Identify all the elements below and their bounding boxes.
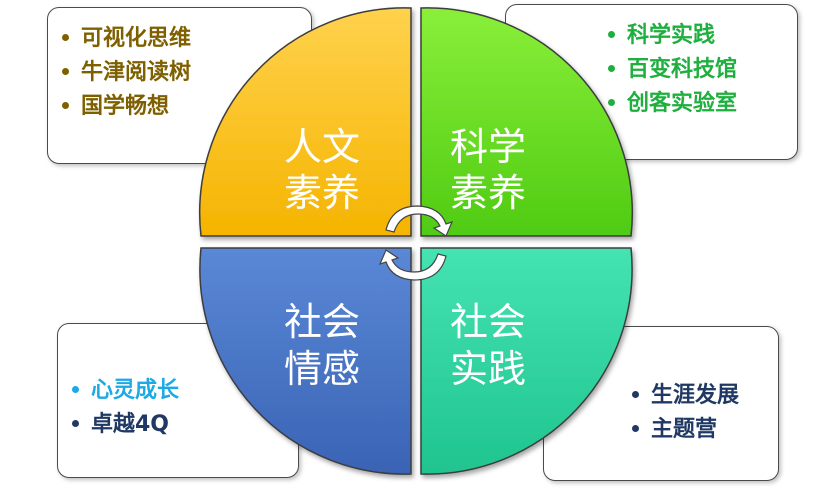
quadrant-label-line1: 人文 [284, 125, 360, 169]
bullet-icon [72, 419, 79, 427]
list-item: 心灵成长 [72, 374, 298, 408]
quadrant-label-line2: 实践 [450, 347, 526, 391]
bullet-icon [62, 67, 69, 75]
quadrant-science [420, 7, 634, 237]
quadrant-humanities [198, 7, 412, 237]
list-item: 百变科技馆 [608, 53, 797, 87]
quadrant-label-line2: 素养 [284, 171, 360, 215]
bullet-icon [608, 64, 615, 72]
list-item: 可视化思维 [62, 22, 311, 56]
quadrant-label-line1: 社会 [450, 300, 526, 344]
list-item: 国学畅想 [62, 90, 311, 124]
quadrant-label-line1: 科学 [450, 125, 526, 169]
bullet-icon [608, 98, 615, 106]
list-item-label: 国学畅想 [81, 94, 170, 119]
list-item: 创客实验室 [608, 87, 797, 121]
list-item-label: 可视化思维 [81, 26, 192, 51]
list-item: 主题营 [632, 413, 778, 447]
list-item: 牛津阅读树 [62, 56, 311, 90]
list-item-label: 生涯发展 [651, 383, 740, 408]
list-item: 卓越4Q [72, 408, 298, 442]
list-item-label: 科学实践 [627, 23, 716, 48]
list-item: 生涯发展 [632, 379, 778, 413]
quadrant-label-line2: 情感 [284, 347, 360, 391]
bullet-icon [632, 390, 639, 398]
list-item-label: 创客实验室 [627, 91, 738, 116]
list-item-label: 卓越4Q [91, 412, 170, 437]
list-item-label: 百变科技馆 [627, 57, 738, 82]
bullet-icon [72, 385, 79, 393]
bullet-icon [62, 33, 69, 41]
list-item-label: 主题营 [651, 417, 718, 442]
cycle-arrows-icon [378, 205, 454, 281]
list-item-label: 心灵成长 [91, 378, 180, 403]
bullet-icon [608, 30, 615, 38]
bullet-icon [62, 101, 69, 109]
quadrant-social-practice [420, 247, 633, 475]
quadrant-label-line2: 素养 [450, 171, 526, 215]
quadrant-label-line1: 社会 [284, 300, 360, 344]
quadrant-social-emotion [199, 247, 412, 475]
list-item: 科学实践 [608, 19, 797, 53]
list-item-label: 牛津阅读树 [81, 60, 192, 85]
bullet-icon [632, 424, 639, 432]
